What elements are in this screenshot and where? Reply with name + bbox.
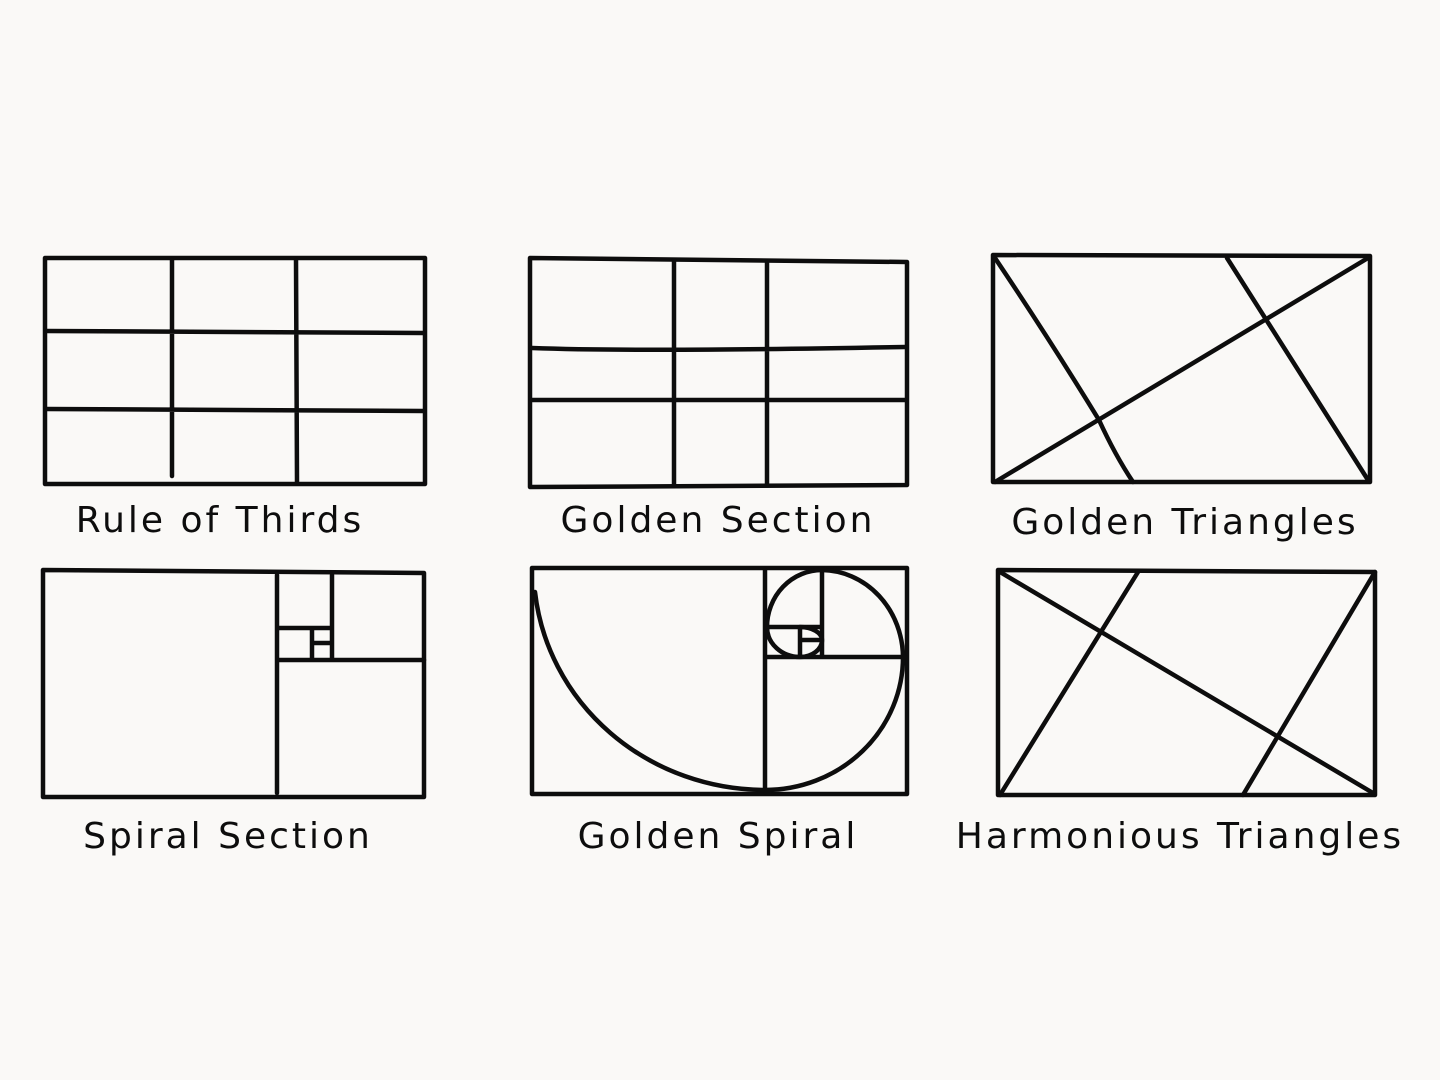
label-golden-section: Golden Section <box>561 500 876 541</box>
label-rule-of-thirds: Rule of Thirds <box>76 500 365 541</box>
panel-harmonious-triangles: Harmonious Triangles <box>956 567 1404 857</box>
label-golden-spiral: Golden Spiral <box>578 816 859 857</box>
label-spiral-section: Spiral Section <box>83 816 373 857</box>
panel-spiral-section: Spiral Section <box>40 567 427 857</box>
panel-golden-spiral: Golden Spiral <box>529 565 910 857</box>
golden-spiral-curve <box>532 567 906 793</box>
label-golden-triangles: Golden Triangles <box>1011 502 1358 543</box>
panel-golden-section: Golden Section <box>527 255 910 541</box>
panel-golden-triangles: Golden Triangles <box>990 252 1373 543</box>
label-harmonious-triangles: Harmonious Triangles <box>956 816 1404 857</box>
panel-rule-of-thirds: Rule of Thirds <box>42 255 428 541</box>
